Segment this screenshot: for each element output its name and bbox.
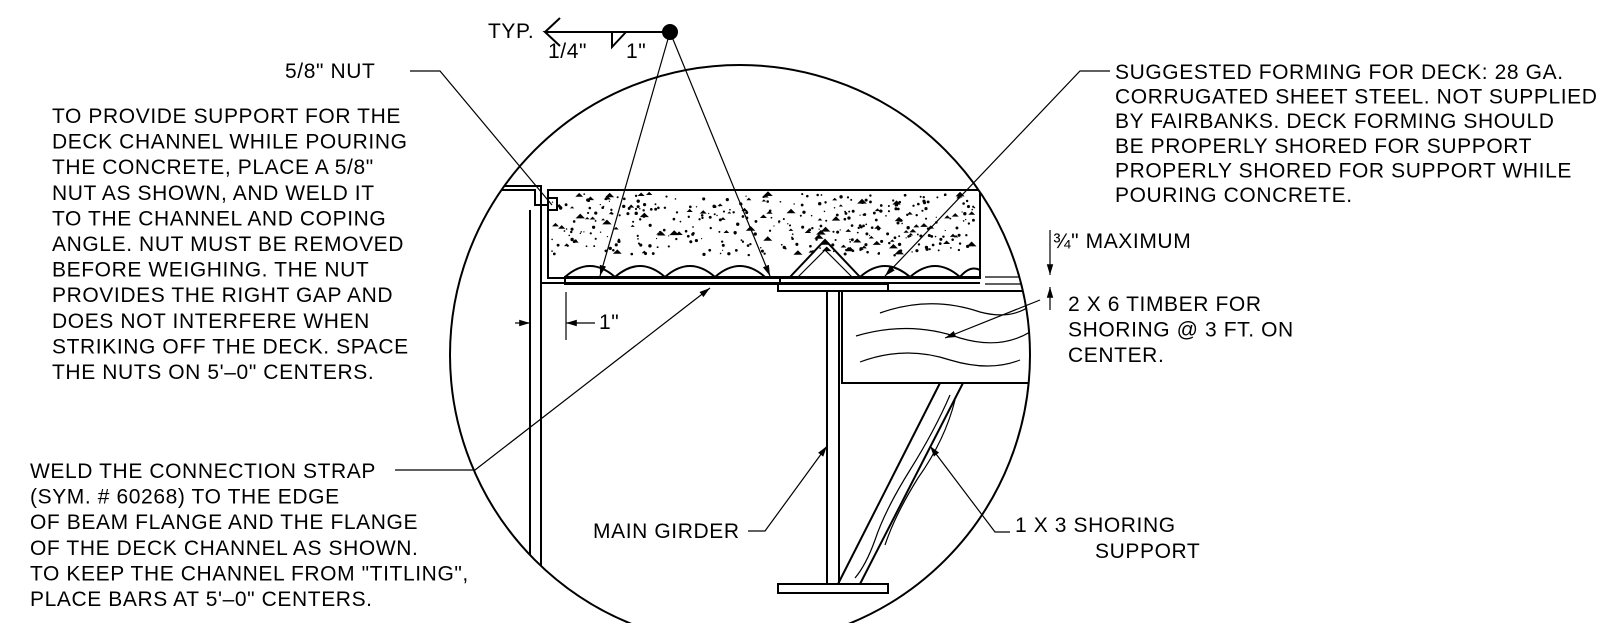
- deck-forming-note-line-4: BE PROPERLY SHORED FOR SUPPORT: [1115, 135, 1532, 158]
- nut-note-line-9: DOES NOT INTERFERE WHEN: [52, 310, 370, 333]
- nut-note-line-3: THE CONCRETE, PLACE A 5/8": [52, 156, 374, 179]
- nut-note-line-11: THE NUTS ON 5'–0" CENTERS.: [52, 361, 374, 384]
- deck-rib: [789, 238, 861, 278]
- deck-forming-note-line-5: PROPERLY SHORED FOR SUPPORT WHILE: [1115, 159, 1572, 182]
- deck-forming-callout: [884, 70, 1110, 277]
- strap-note-line-4: OF THE DECK CHANNEL AS SHOWN.: [30, 537, 418, 560]
- nut: [547, 197, 558, 211]
- weld-length-label: 1": [626, 40, 646, 63]
- timber-note-line-1: 2 X 6 TIMBER FOR: [1068, 293, 1262, 316]
- weld-typ-label: TYP.: [488, 20, 534, 43]
- nut-callout: 5/8" NUT: [285, 60, 553, 206]
- timber-note-line-3: CENTER.: [1068, 344, 1164, 367]
- deck-forming-note-line-2: CORRUGATED SHEET STEEL. NOT SUPPLIED: [1115, 86, 1598, 109]
- nut-note-line-8: PROVIDES THE RIGHT GAP AND: [52, 284, 393, 307]
- deck-forming-note-line-6: POURING CONCRETE.: [1115, 184, 1353, 207]
- shoring-support: [837, 382, 964, 585]
- nut-note-line-2: DECK CHANNEL WHILE POURING: [52, 131, 408, 154]
- max-label: ¾" MAXIMUM: [1053, 230, 1191, 253]
- connection-strap: [564, 276, 781, 285]
- strap-note-line-2: (SYM. # 60268) TO THE EDGE: [30, 486, 340, 509]
- concrete-deck: [547, 189, 981, 279]
- shoring-note-line-1: 1 X 3 SHORING: [1015, 514, 1176, 537]
- nut-note: TO PROVIDE SUPPORT FOR THE DECK CHANNEL W…: [52, 105, 409, 384]
- timber-callout: [944, 299, 1041, 339]
- deck-forming-note-line-3: BY FAIRBANKS. DECK FORMING SHOULD: [1115, 110, 1555, 133]
- nut-label: 5/8" NUT: [285, 60, 375, 83]
- timber-note: 2 X 6 TIMBER FOR SHORING @ 3 FT. ONCENTER…: [1068, 293, 1294, 367]
- shoring-note-line-2: SUPPORT: [1095, 540, 1200, 563]
- max-dimension: ¾" MAXIMUM: [1046, 230, 1191, 310]
- gap-label: 1": [599, 311, 619, 334]
- nut-note-line-1: TO PROVIDE SUPPORT FOR THE: [52, 105, 401, 128]
- strap-note-line-5: TO KEEP THE CHANNEL FROM "TITLING",: [30, 562, 469, 585]
- deck-forming-note-line-1: SUGGESTED FORMING FOR DECK: 28 GA.: [1115, 61, 1564, 84]
- strap-note-line-1: WELD THE CONNECTION STRAP: [30, 460, 376, 483]
- main-girder: [777, 283, 889, 594]
- main-girder-label: MAIN GIRDER: [593, 520, 740, 543]
- weld-symbol: TYP. 1/4" 1": [488, 17, 771, 277]
- strap-note-line-3: OF BEAM FLANGE AND THE FLANGE: [30, 511, 418, 534]
- shoring-callout: [929, 445, 1010, 533]
- nut-note-line-4: NUT AS SHOWN, AND WELD IT: [52, 182, 375, 205]
- nut-note-line-7: BEFORE WEIGHING. THE NUT: [52, 259, 369, 282]
- strap-note: WELD THE CONNECTION STRAP (SYM. # 60268) …: [30, 460, 469, 611]
- timber-note-line-2: SHORING @ 3 FT. ON: [1068, 319, 1294, 342]
- shoring-note: 1 X 3 SHORING SUPPORT: [1015, 514, 1200, 563]
- strap-note-line-6: PLACE BARS AT 5'–0" CENTERS.: [30, 588, 373, 611]
- strap-callout: [395, 287, 711, 471]
- detail-circle: [449, 64, 1031, 623]
- weld-size-label: 1/4": [548, 40, 587, 63]
- nut-note-line-10: STRIKING OFF THE DECK. SPACE: [52, 335, 409, 358]
- gap-dimension: 1": [515, 292, 619, 340]
- main-girder-callout: MAIN GIRDER: [593, 445, 828, 543]
- timber-shoring: [841, 290, 1030, 384]
- corrugated-deck-form: [564, 265, 981, 279]
- deck-forming-note: SUGGESTED FORMING FOR DECK: 28 GA.CORRUG…: [1115, 61, 1598, 207]
- nut-note-line-6: ANGLE. NUT MUST BE REMOVED: [52, 233, 404, 256]
- nut-note-line-5: TO THE CHANNEL AND COPING: [52, 207, 386, 230]
